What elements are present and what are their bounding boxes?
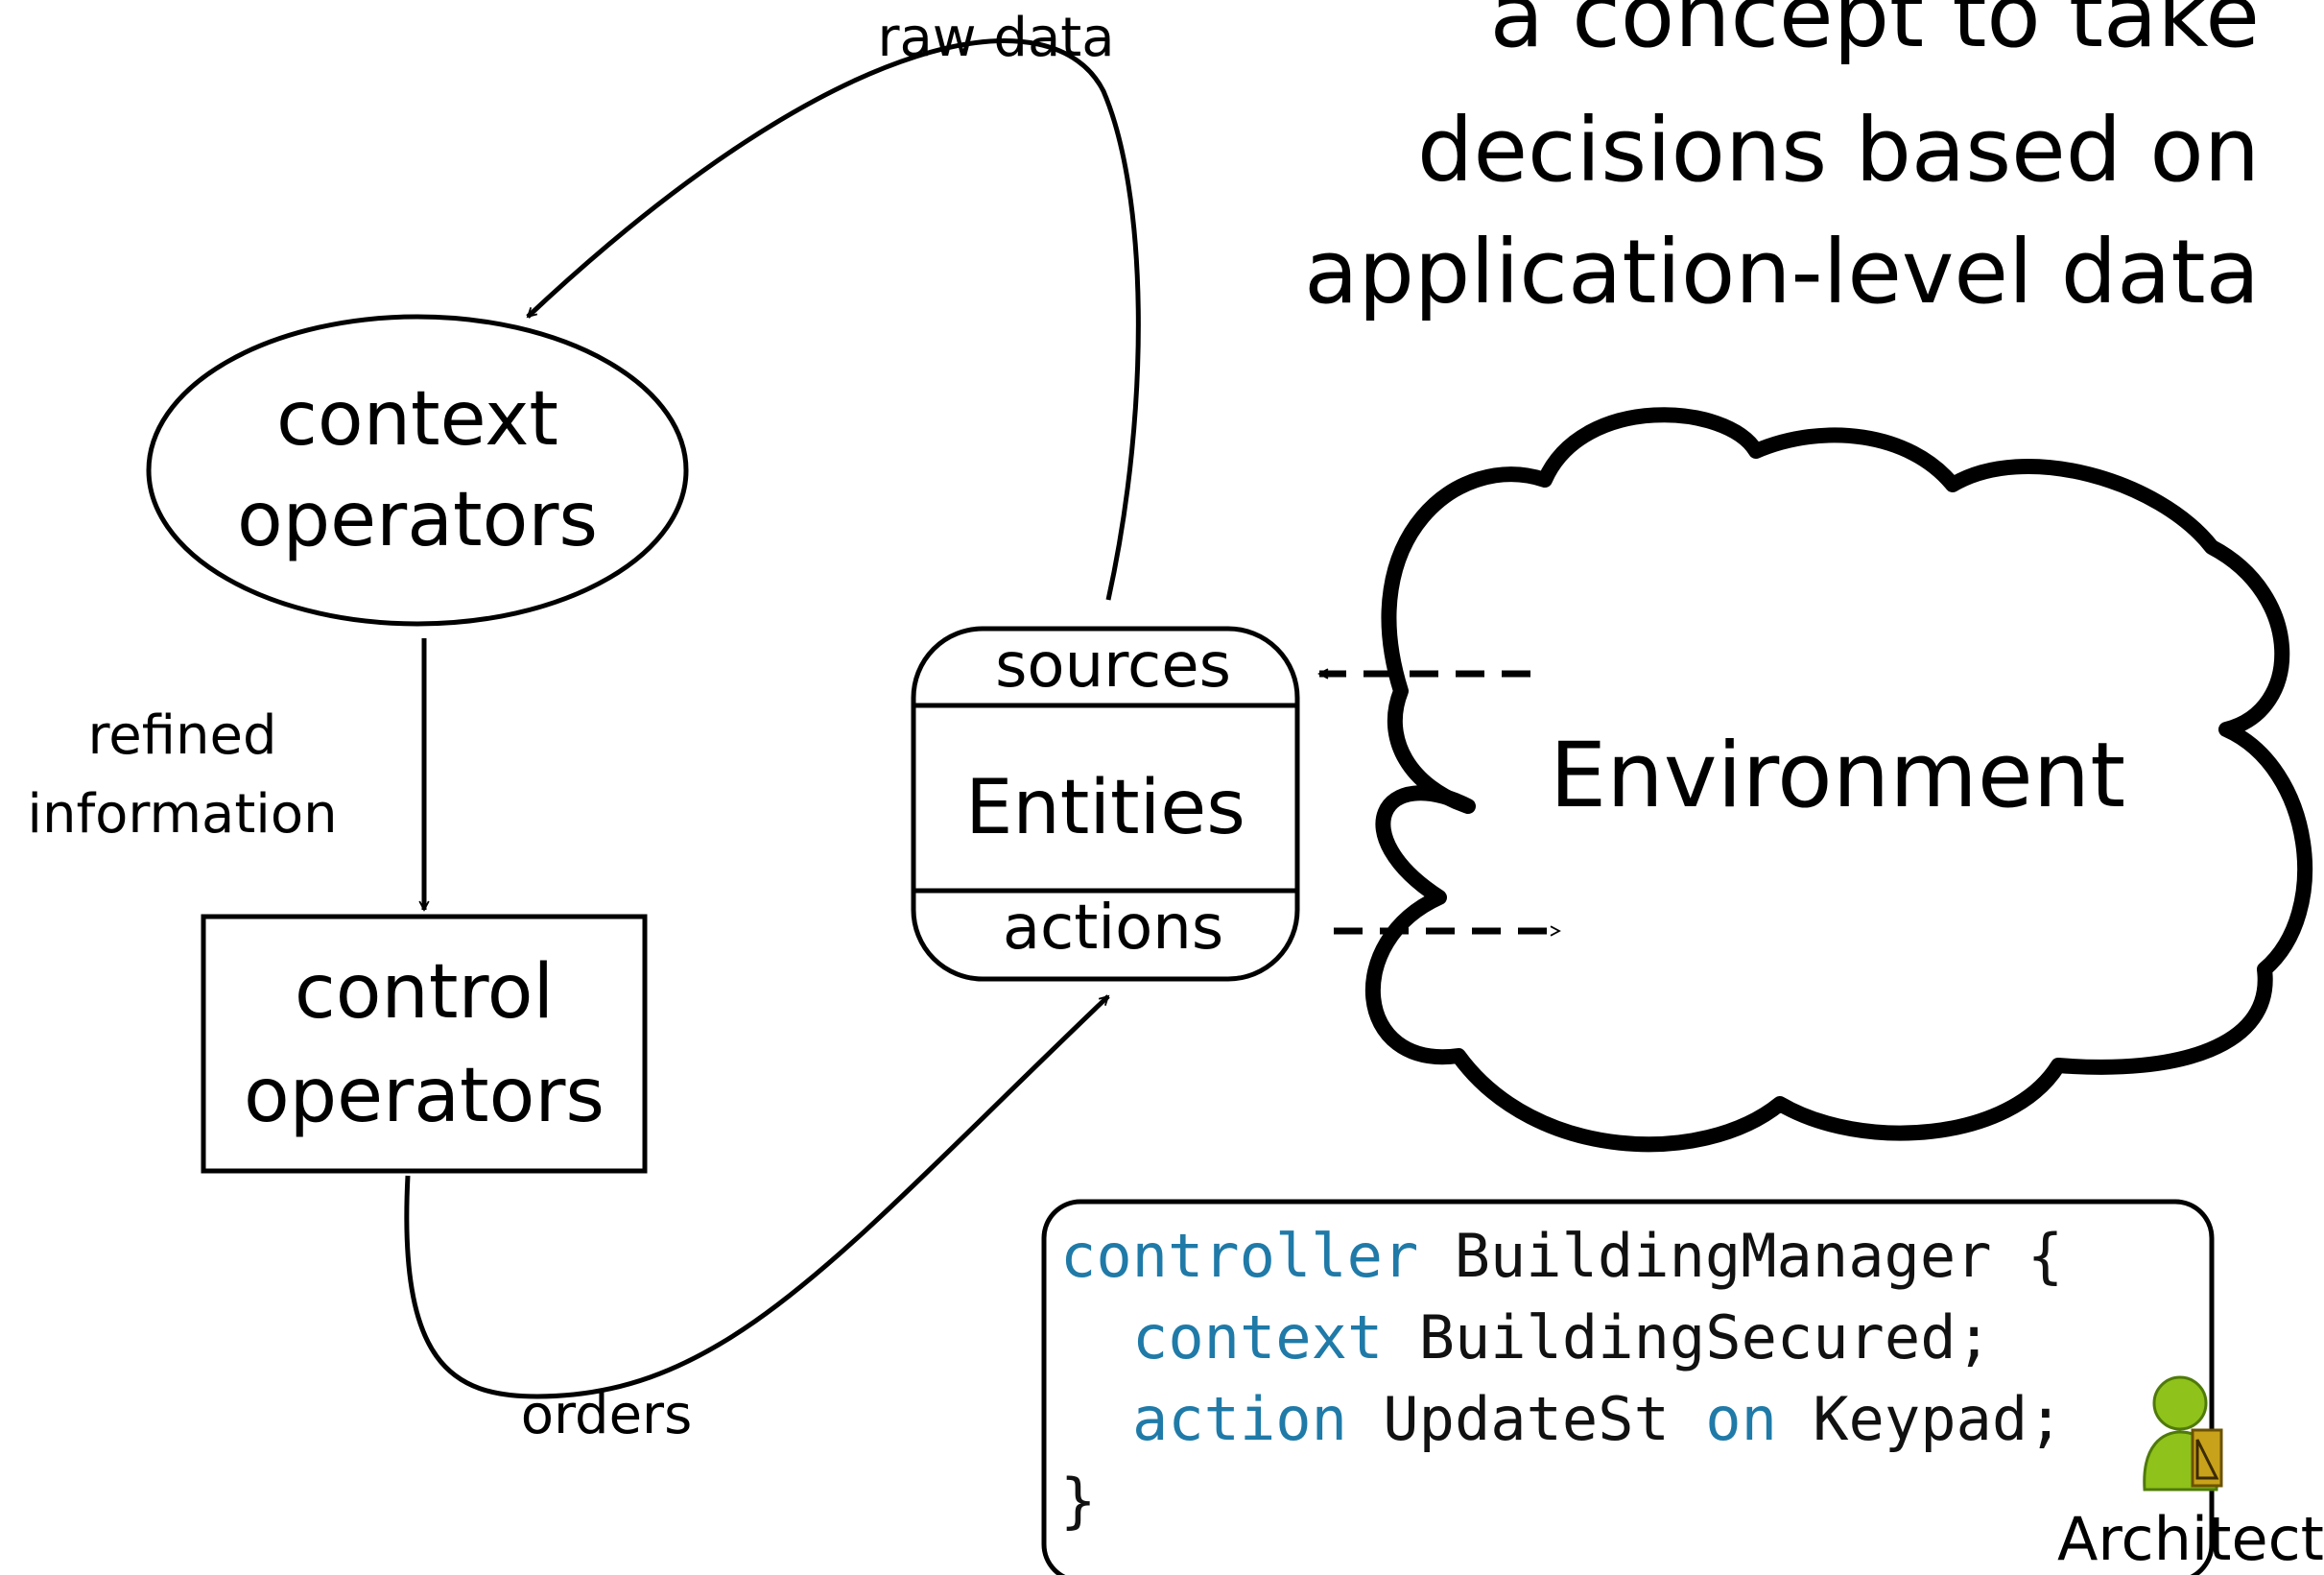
code-text-2: BuildingSecured; <box>1383 1302 1992 1372</box>
code-closing-brace: } <box>1060 1466 1096 1536</box>
code-line-1: controller BuildingManager { <box>1060 1221 2063 1291</box>
entities-actions-label: actions <box>1003 893 1223 964</box>
architect-label: Architect <box>2057 1504 2324 1574</box>
orders-arrow <box>404 994 1110 1399</box>
code-text-3b: Keypad; <box>1777 1384 2064 1454</box>
code-line-4: } <box>1060 1466 1096 1536</box>
entities-label: Entities <box>965 765 1245 851</box>
code-text-1: BuildingManager { <box>1418 1221 2063 1291</box>
environment-label: Environment <box>1550 724 2125 828</box>
entities-node: sources Entities actions <box>911 626 1300 982</box>
code-line-3: action UpdateSt on Keypad; <box>1132 1384 2064 1454</box>
architect-icon <box>2143 1375 2223 1491</box>
code-keyword-action: action <box>1132 1384 1347 1454</box>
code-box <box>1041 1199 2215 1575</box>
code-text-3a: UpdateSt <box>1347 1384 1705 1454</box>
title-line-1: a concept to take <box>1490 0 2260 67</box>
code-keyword-on: on <box>1705 1384 1777 1454</box>
code-keyword-context: context <box>1132 1302 1383 1372</box>
raw-data-label: raw data <box>877 7 1114 69</box>
code-block: controller BuildingManager { context Bui… <box>1060 1221 2064 1536</box>
control-operators-label-1: control <box>295 949 554 1036</box>
entities-sources-label: sources <box>995 631 1231 702</box>
code-keyword-controller: controller <box>1060 1221 1418 1291</box>
context-operators-label-1: context <box>276 376 558 463</box>
title: a concept to take decisions based on app… <box>1304 0 2260 323</box>
control-operators-node <box>201 914 648 1174</box>
code-line-2: context BuildingSecured; <box>1132 1302 1992 1372</box>
raw-data-arrow <box>526 38 1141 601</box>
title-line-2: decisions based on <box>1417 99 2260 202</box>
refined-label-1: refined <box>87 704 276 767</box>
context-operators-node <box>146 314 689 627</box>
title-line-3: application-level data <box>1304 221 2260 323</box>
control-operators-label-2: operators <box>244 1053 605 1139</box>
context-operators-label-2: operators <box>237 477 598 563</box>
orders-label: orders <box>521 1384 693 1446</box>
refined-label-2: information <box>27 783 337 846</box>
